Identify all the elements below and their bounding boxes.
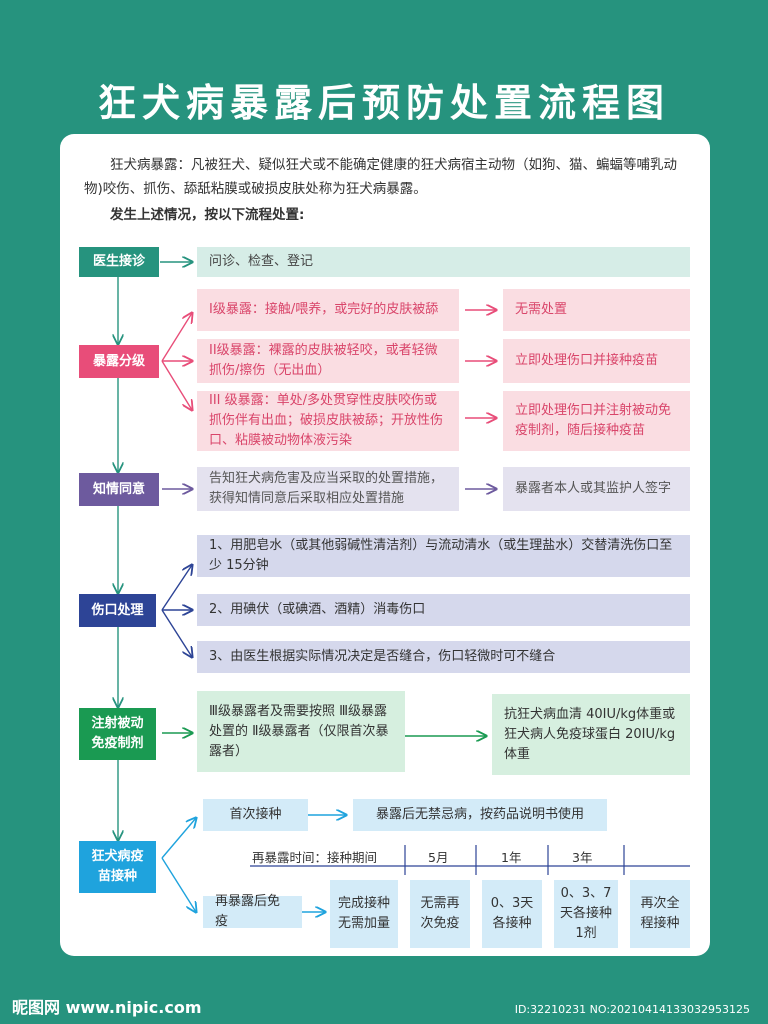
grade-1-desc: I级暴露：接触/喂养，或完好的皮肤被舔 xyxy=(197,289,459,331)
step-consent-signer: 暴露者本人或其监护人签字 xyxy=(503,467,690,511)
page-title: 狂犬病暴露后预防处置流程图 xyxy=(97,81,670,125)
step-consent-label: 知情同意 xyxy=(79,473,159,506)
reexposure-col-3y: 3年 xyxy=(572,850,593,865)
step-doctor-label: 医生接诊 xyxy=(79,247,159,277)
grade-1-action: 无需处置 xyxy=(503,289,690,331)
watermark-right: ID:32210231 NO:20210414133032953125 xyxy=(514,1003,750,1016)
grade-3-desc: III 级暴露：单处/多处贯穿性皮肤咬伤或抓伤伴有出血；破损皮肤被舔；开放性伤口… xyxy=(197,391,459,451)
wound-item-1: 1、用肥皂水（或其他弱碱性清洁剂）与流动清水（或生理盐水）交替清洗伤口至少 15… xyxy=(197,535,690,577)
reexposure-cell-5: 再次全程接种 xyxy=(630,880,690,948)
step-passive-what: 抗狂犬病血清 40IU/kg体重或狂犬病人免疫球蛋白 20IU/kg体重 xyxy=(492,694,690,775)
reexposure-cell-2: 无需再次免疫 xyxy=(410,880,470,948)
reexposure-cell-4: 0、3、7天各接种1剂 xyxy=(554,880,618,948)
step-passive-label: 注射被动免疫制剂 xyxy=(79,708,156,760)
step-doctor-content: 问诊、检查、登记 xyxy=(197,247,690,277)
step-consent-content: 告知狂犬病危害及应当采取的处置措施，获得知情同意后采取相应处置措施 xyxy=(197,467,459,511)
reexposure-cell-3: 0、3天各接种 xyxy=(482,880,542,948)
grade-2-action: 立即处理伤口并接种疫苗 xyxy=(503,339,690,383)
grade-3-action: 立即处理伤口并注射被动免疫制剂，随后接种疫苗 xyxy=(503,391,690,451)
reexposure-header-label: 再暴露时间：接种期间 xyxy=(252,850,378,865)
reexposure-col-1y: 1年 xyxy=(501,850,522,865)
wound-item-3: 3、由医生根据实际情况决定是否缝合，伤口轻微时可不缝合 xyxy=(197,641,690,673)
step-wound-label: 伤口处理 xyxy=(79,594,156,627)
vaccine-re-label: 再暴露后免疫 xyxy=(203,894,302,929)
reexposure-col-5m: 5月 xyxy=(428,850,449,865)
grade-2-desc: II级暴露：裸露的皮肤被轻咬，或者轻微抓伤/擦伤（无出血） xyxy=(197,339,459,383)
wound-item-2: 2、用碘伏（或碘酒、酒精）消毒伤口 xyxy=(197,594,690,626)
vaccine-first-note: 暴露后无禁忌病，按药品说明书使用 xyxy=(353,799,607,831)
step-vaccine-label: 狂犬病疫苗接种 xyxy=(79,841,156,893)
watermark-left: 昵图网 www.nipic.com xyxy=(12,998,202,1017)
intro-definition: 狂犬病暴露：凡被狂犬、疑似狂犬或不能确定健康的狂犬病宿主动物（如狗、猫、蝙蝠等哺… xyxy=(84,157,677,197)
vaccine-first-label: 首次接种 xyxy=(203,799,308,831)
step-passive-who: Ⅲ级暴露者及需要按照 Ⅲ级暴露处置的 Ⅱ级暴露者（仅限首次暴露者） xyxy=(197,691,405,772)
reexposure-cell-1: 完成接种无需加量 xyxy=(330,880,398,948)
step-grading-label: 暴露分级 xyxy=(79,345,159,378)
intro-instruction: 发生上述情况，按以下流程处置: xyxy=(110,207,305,223)
intro: 狂犬病暴露：凡被狂犬、疑似狂犬或不能确定健康的狂犬病宿主动物（如狗、猫、蝙蝠等哺… xyxy=(84,153,694,227)
